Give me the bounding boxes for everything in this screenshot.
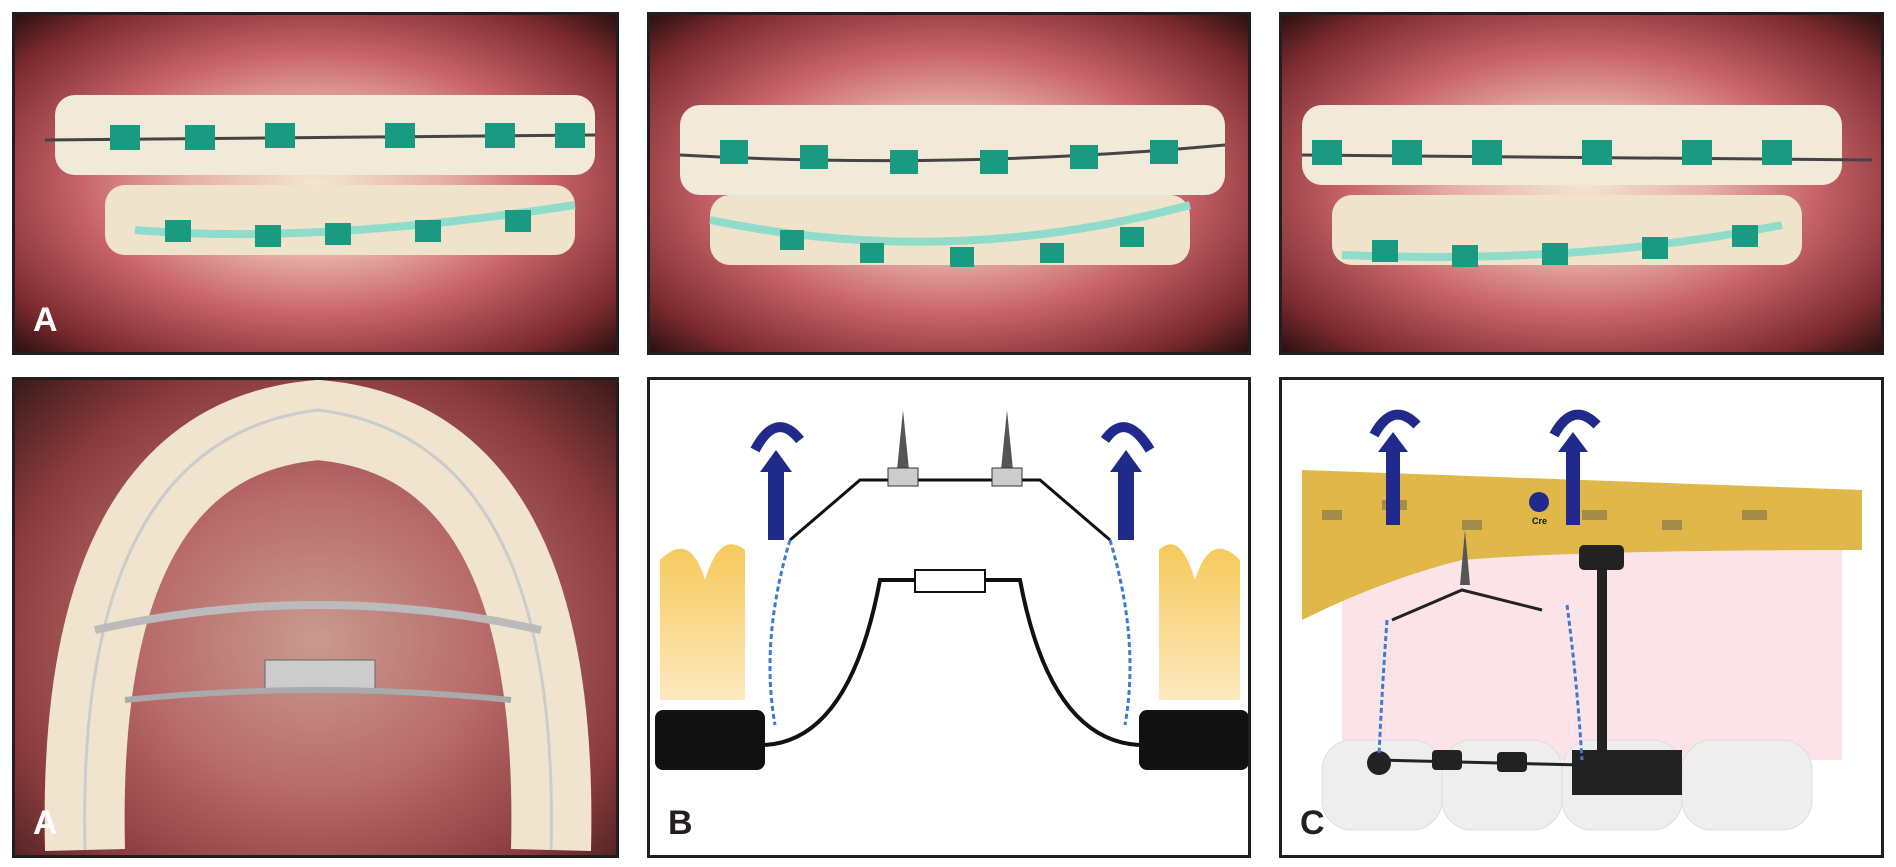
panel-label: B	[668, 804, 693, 842]
elastic-spring-right	[1108, 539, 1132, 726]
intrusion-arrows	[750, 422, 1155, 540]
panel-label: A	[33, 301, 58, 339]
teeth-with-braces	[44, 95, 596, 255]
elastic-spring-anterior	[1377, 619, 1389, 756]
photo-right-lateral-occlusion: A	[12, 12, 619, 355]
right-band	[1139, 710, 1248, 770]
photo-frontal-occlusion	[647, 12, 1251, 355]
center-of-resistance	[1529, 492, 1549, 512]
panel-label: A	[33, 804, 58, 842]
lateral-schematic	[1302, 409, 1862, 831]
cre-label: Cre	[1532, 516, 1548, 526]
diagram-palatal-expander-miniscrews: B	[647, 377, 1251, 858]
expansion-screw	[914, 569, 986, 593]
photo-occlusal-view-appliance: A	[12, 377, 619, 858]
teeth-with-braces	[1301, 105, 1873, 267]
diagram-lateral-intrusion-mechanics: Cre C	[1279, 377, 1884, 858]
elastic-spring-left	[768, 539, 792, 726]
intrusion-arrows	[1369, 409, 1601, 525]
molar-band	[1572, 750, 1682, 795]
teeth-with-braces	[679, 105, 1226, 267]
panel-label: C	[1300, 804, 1325, 842]
left-molar	[660, 544, 745, 700]
right-molar	[1159, 544, 1240, 700]
maxillary-bone	[1302, 470, 1862, 620]
photo-left-lateral-occlusion	[1279, 12, 1884, 355]
dental-arch-with-expander	[44, 380, 592, 851]
elastic-spring-posterior	[1565, 604, 1584, 761]
left-band	[655, 710, 765, 770]
miniscrew-right	[1001, 410, 1013, 470]
miniscrew-left	[897, 410, 909, 470]
appliance-schematic	[655, 410, 1248, 770]
